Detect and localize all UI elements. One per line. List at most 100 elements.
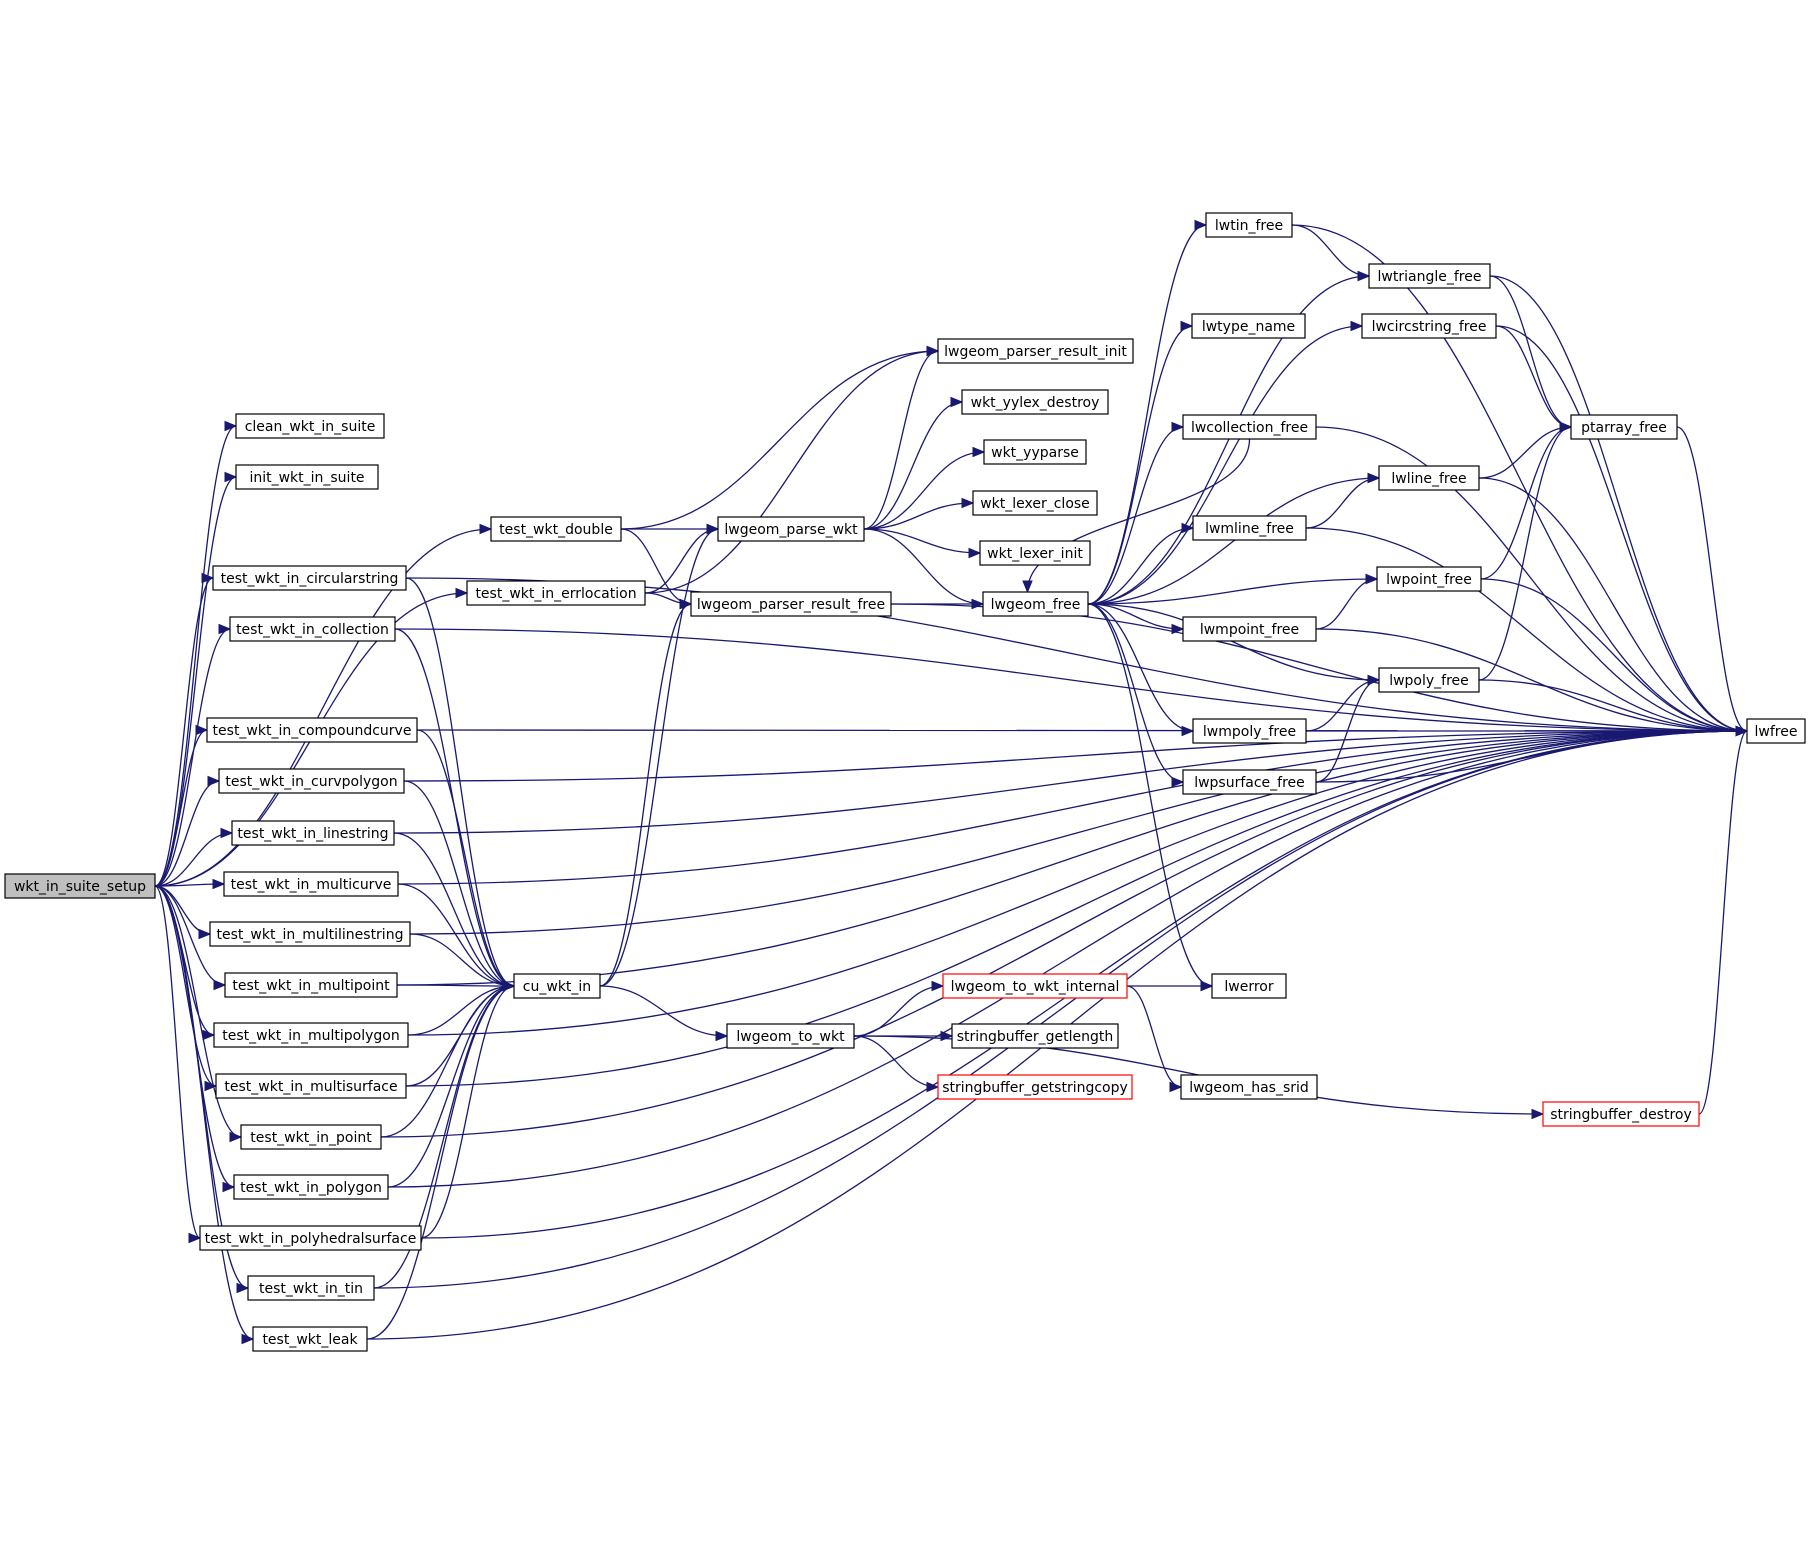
node-lwpoly-free[interactable]: lwpoly_free [1378, 667, 1480, 693]
edge-test-wkt-in-multicurve-to-lwfree [397, 725, 1749, 885]
node-label: cu_wkt_in [523, 979, 591, 995]
node-wkt-lexer-init[interactable]: wkt_lexer_init [979, 540, 1091, 566]
edge-line [1291, 224, 1748, 732]
node-test-wkt-in-point[interactable]: test_wkt_in_point [240, 1124, 382, 1150]
node-box [1182, 616, 1317, 642]
node-lwpsurface-free[interactable]: lwpsurface_free [1182, 769, 1317, 795]
edge-test-wkt-in-polyhedralsurface-to-cu-wkt-in [420, 980, 516, 1239]
edge-line [154, 425, 237, 887]
edge-line [1478, 426, 1572, 479]
node-ptarray-free[interactable]: ptarray_free [1570, 414, 1678, 440]
node-test-wkt-in-polyhedralsurface[interactable]: test_wkt_in_polyhedralsurface [199, 1225, 422, 1251]
node-lwtriangle-free[interactable]: lwtriangle_free [1368, 263, 1491, 289]
arrowhead-icon [1559, 421, 1573, 433]
edge-wkt-in-suite-setup-to-test-wkt-in-compoundcurve [154, 724, 209, 887]
edge-line [599, 985, 728, 1037]
node-wkt-lexer-close[interactable]: wkt_lexer_close [972, 490, 1098, 516]
edge-test-wkt-in-multilinestring-to-lwfree [409, 725, 1749, 935]
node-lwgeom-parser-result-free[interactable]: lwgeom_parser_result_free [690, 591, 892, 617]
node-stringbuffer-destroy[interactable]: stringbuffer_destroy [1542, 1101, 1700, 1127]
edge-lwgeom-to-wkt-to-stringbuffer-getstringcopy [853, 1035, 940, 1093]
edge-line [1087, 527, 1194, 605]
node-wkt-in-suite-setup[interactable]: wkt_in_suite_setup [4, 873, 156, 899]
node-label: lwmpoint_free [1200, 622, 1299, 638]
node-label: stringbuffer_getstringcopy [942, 1080, 1128, 1096]
edge-line [1087, 325, 1363, 605]
arrowhead-icon [1200, 980, 1214, 992]
arrowhead-icon [1171, 421, 1185, 433]
node-stringbuffer-getlength[interactable]: stringbuffer_getlength [951, 1023, 1119, 1049]
node-test-wkt-in-collection[interactable]: test_wkt_in_collection [229, 616, 396, 642]
node-test-wkt-in-linestring[interactable]: test_wkt_in_linestring [231, 820, 395, 846]
node-lwcircstring-free[interactable]: lwcircstring_free [1361, 313, 1497, 339]
node-lwmpoly-free[interactable]: lwmpoly_free [1192, 718, 1307, 744]
edge-line [644, 528, 719, 594]
edge-line [396, 730, 1748, 986]
edge-line [405, 577, 1748, 732]
node-lwmpoint-free[interactable]: lwmpoint_free [1182, 616, 1317, 642]
node-test-wkt-in-multipoint[interactable]: test_wkt_in_multipoint [224, 972, 398, 998]
node-lwgeom-has-srid[interactable]: lwgeom_has_srid [1180, 1074, 1318, 1100]
node-lwtype-name[interactable]: lwtype_name [1191, 313, 1306, 339]
node-box [982, 591, 1089, 617]
node-box [717, 516, 865, 542]
node-box [726, 1023, 855, 1049]
node-test-wkt-in-compoundcurve[interactable]: test_wkt_in_compoundcurve [206, 717, 418, 743]
edge-wkt-in-suite-setup-to-test-wkt-leak [154, 885, 255, 1345]
node-wkt-yylex-destroy[interactable]: wkt_yylex_destroy [961, 389, 1109, 415]
node-lwgeom-parse-wkt[interactable]: lwgeom_parse_wkt [717, 516, 865, 542]
node-label: wkt_lexer_init [987, 546, 1083, 562]
node-test-wkt-in-multipolygon[interactable]: test_wkt_in_multipolygon [213, 1022, 409, 1048]
node-lwerror[interactable]: lwerror [1211, 973, 1287, 999]
node-lwtin-free[interactable]: lwtin_free [1205, 212, 1293, 238]
edge-layer [154, 219, 1749, 1345]
node-lwgeom-parser-result-init[interactable]: lwgeom_parser_result_init [937, 338, 1134, 364]
node-test-wkt-double[interactable]: test_wkt_double [490, 516, 622, 542]
node-init-wkt-in-suite[interactable]: init_wkt_in_suite [235, 464, 379, 490]
edge-lwgeom-free-to-lwpsurface-free [1087, 603, 1185, 788]
node-cu-wkt-in[interactable]: cu_wkt_in [513, 973, 601, 999]
node-test-wkt-in-multicurve[interactable]: test_wkt_in_multicurve [223, 871, 399, 897]
node-label: stringbuffer_destroy [1550, 1107, 1692, 1123]
node-lwcollection-free[interactable]: lwcollection_free [1182, 414, 1317, 440]
node-test-wkt-in-multisurface[interactable]: test_wkt_in_multisurface [215, 1073, 407, 1099]
node-box [1191, 313, 1306, 339]
node-wkt-yyparse[interactable]: wkt_yyparse [983, 439, 1087, 465]
edge-lwtin-free-to-lwtriangle-free [1291, 224, 1371, 282]
edge-line [393, 832, 515, 987]
node-lwgeom-to-wkt[interactable]: lwgeom_to_wkt [726, 1023, 855, 1049]
edge-lwpoly-free-to-ptarray-free [1478, 421, 1573, 681]
node-test-wkt-in-multilinestring[interactable]: test_wkt_in_multilinestring [209, 921, 411, 947]
node-test-wkt-leak[interactable]: test_wkt_leak [252, 1326, 368, 1352]
edge-line [890, 603, 1748, 732]
edge-line [1087, 275, 1370, 605]
node-lwgeom-to-wkt-internal[interactable]: lwgeom_to_wkt_internal [942, 973, 1128, 999]
node-clean-wkt-in-suite[interactable]: clean_wkt_in_suite [235, 413, 385, 439]
node-lwpoint-free[interactable]: lwpoint_free [1376, 566, 1482, 592]
edge-lwcircstring-free-to-lwfree [1495, 325, 1749, 737]
node-lwmline-free[interactable]: lwmline_free [1192, 515, 1307, 541]
node-test-wkt-in-curvpolygon[interactable]: test_wkt_in_curvpolygon [218, 768, 405, 794]
edge-line [1480, 578, 1748, 732]
node-lwfree[interactable]: lwfree [1746, 718, 1806, 744]
edge-line [366, 985, 515, 1340]
node-label: ptarray_free [1581, 420, 1667, 436]
edge-lwgeom-parse-wkt-to-wkt-yyparse [863, 446, 986, 530]
node-test-wkt-in-tin[interactable]: test_wkt_in_tin [247, 1275, 375, 1301]
node-lwline-free[interactable]: lwline_free [1378, 465, 1480, 491]
node-box [233, 1174, 389, 1200]
node-test-wkt-in-circularstring[interactable]: test_wkt_in_circularstring [212, 565, 407, 591]
edge-test-wkt-in-linestring-to-cu-wkt-in [393, 832, 516, 992]
node-box [213, 1022, 409, 1048]
node-label: lwerror [1224, 979, 1273, 995]
node-test-wkt-in-errlocation[interactable]: test_wkt_in_errlocation [466, 580, 646, 606]
edge-test-wkt-in-point-to-cu-wkt-in [380, 980, 516, 1138]
edge-test-wkt-in-compoundcurve-to-cu-wkt-in [416, 729, 516, 992]
arrowhead-icon [950, 396, 964, 408]
node-box [1542, 1101, 1700, 1127]
node-stringbuffer-getstringcopy[interactable]: stringbuffer_getstringcopy [937, 1074, 1133, 1100]
node-box [1746, 718, 1806, 744]
node-lwgeom-free[interactable]: lwgeom_free [982, 591, 1089, 617]
edge-line [387, 985, 515, 1188]
node-test-wkt-in-polygon[interactable]: test_wkt_in_polygon [233, 1174, 389, 1200]
